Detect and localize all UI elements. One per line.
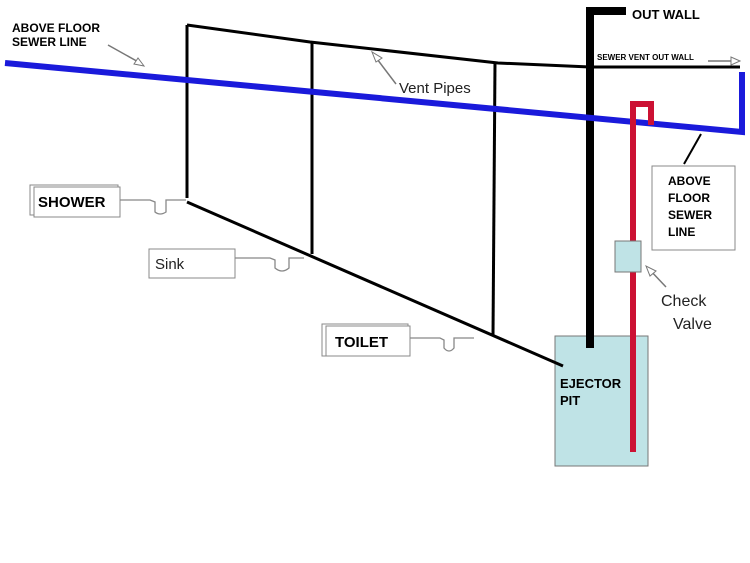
drain-line-to-pit: [186, 200, 564, 368]
vent-top-rail: [186, 23, 740, 69]
sink-box: [148, 248, 236, 279]
arrow-vent-pipes-head: [370, 50, 383, 63]
label-above-floor-left-1: ABOVE FLOOR: [12, 21, 100, 35]
label-shower: SHOWER: [38, 194, 106, 211]
label-toilet: TOILET: [335, 334, 388, 351]
above-floor-right-box: [651, 165, 736, 251]
label-check-valve-2: Valve: [673, 316, 712, 333]
shower-box: [33, 186, 121, 218]
label-above-right-2: FLOOR: [668, 191, 710, 205]
shower-trap: [120, 199, 186, 215]
toilet-box: [325, 325, 411, 357]
label-check-valve-1: Check: [661, 293, 707, 310]
toilet-trap: [410, 337, 474, 352]
label-above-right-4: LINE: [668, 225, 695, 239]
label-out-wall: OUT WALL: [632, 7, 700, 22]
arrow-vent-out-wall-head: [730, 56, 742, 66]
sewer-line: [4, 60, 745, 136]
vent-pipe-toilet: [491, 61, 497, 337]
vent-stack-out-wall: [586, 7, 626, 348]
arrow-sewer-left-head: [133, 57, 146, 67]
label-ejector-pit-2: PIT: [560, 393, 580, 408]
arrow-check-valve-head: [645, 264, 657, 277]
check-valve: [614, 240, 642, 273]
label-above-right-3: SEWER: [668, 208, 712, 222]
pump-discharge-line: [630, 101, 654, 452]
sink-trap: [235, 257, 304, 272]
label-above-floor-left-2: SEWER LINE: [12, 35, 87, 49]
label-above-right-1: ABOVE: [668, 174, 711, 188]
label-vent-pipes: Vent Pipes: [399, 80, 471, 97]
label-sink: Sink: [155, 256, 185, 273]
arrow-sewer-right: [683, 133, 702, 165]
label-ejector-pit-1: EJECTOR: [560, 376, 622, 391]
label-sewer-vent-out-wall: SEWER VENT OUT WALL: [597, 53, 694, 62]
